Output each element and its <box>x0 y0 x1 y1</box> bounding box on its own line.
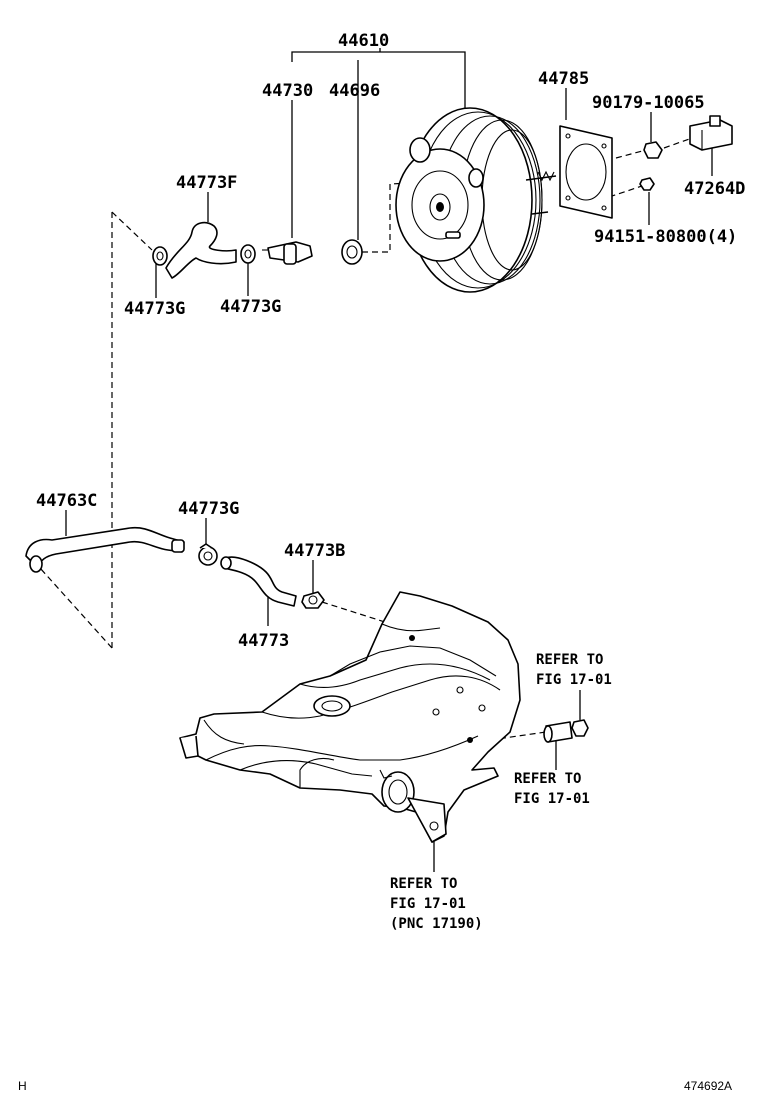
hose-44773 <box>220 556 297 607</box>
refer-notes: REFER TO FIG 17-01 REFER TO FIG 17-01 RE… <box>390 652 612 932</box>
label-90179-10065: 90179-10065 <box>592 93 705 113</box>
label-94151-80800: 94151-80800(4) <box>594 227 737 247</box>
refer-note-3-line2: FIG 17-01 <box>390 896 466 912</box>
label-44773f: 44773F <box>176 173 237 193</box>
intake-manifold <box>179 591 521 843</box>
label-44730: 44730 <box>262 81 313 101</box>
fitting-44773b <box>301 591 325 609</box>
dashed-connections <box>39 137 693 741</box>
label-44773b: 44773B <box>284 541 345 561</box>
label-47264d: 47264D <box>684 179 745 199</box>
gasket-plate <box>559 125 613 219</box>
hose-44773f <box>152 221 256 279</box>
label-44696: 44696 <box>329 81 380 101</box>
label-44773g-left: 44773G <box>124 299 185 319</box>
clamp-lower <box>198 543 218 566</box>
label-44785: 44785 <box>538 69 589 89</box>
refer-note-1-line1: REFER TO <box>536 652 603 668</box>
small-hardware <box>639 115 733 191</box>
label-44773: 44773 <box>238 631 289 651</box>
label-44773g-mid: 44773G <box>220 297 281 317</box>
label-44610: 44610 <box>338 31 389 51</box>
brake-booster <box>395 107 557 293</box>
leader-lines <box>65 48 713 872</box>
refer-note-2-line2: FIG 17-01 <box>514 791 590 807</box>
refer-note-1-line2: FIG 17-01 <box>536 672 612 688</box>
illustration-id: 474692A <box>684 1079 732 1093</box>
refer-note-3-line1: REFER TO <box>390 876 457 892</box>
refer-note-2-line1: REFER TO <box>514 771 581 787</box>
refer-note-3-line3: (PNC 17190) <box>390 916 483 932</box>
part-labels: 44610 44730 44696 44785 90179-10065 4726… <box>36 31 745 651</box>
hose-44763c <box>25 526 185 573</box>
footer-code: H <box>18 1079 27 1093</box>
label-44773g-lower: 44773G <box>178 499 239 519</box>
check-valve <box>262 239 363 265</box>
manifold-plug <box>543 719 589 743</box>
label-44763c: 44763C <box>36 491 97 511</box>
